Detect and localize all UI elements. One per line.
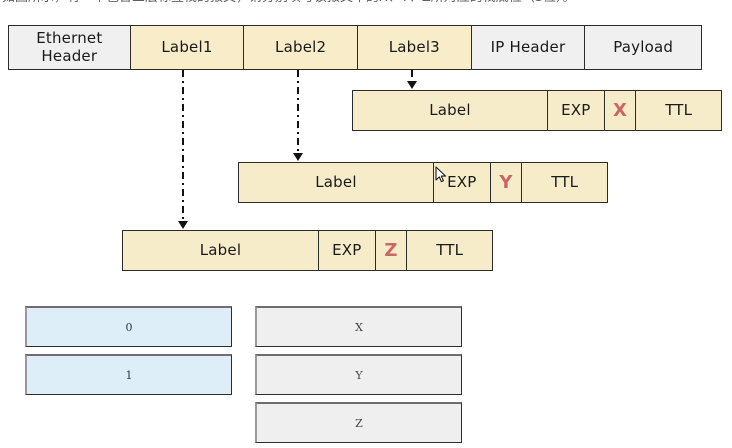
shim-x-cell-ttl: TTL	[636, 91, 721, 130]
arrowhead-label2-to-row-y	[293, 153, 303, 161]
shim-x-cell-label: Label	[353, 91, 548, 130]
shim-z-cell-s-bit[interactable]: Z	[376, 231, 408, 270]
shim-x-cell-s-bit[interactable]: X	[605, 91, 637, 130]
header-cell-ip-header: IP Header	[471, 26, 586, 69]
option-value-1-text: 1	[125, 368, 133, 382]
ethernet-header-line1: Ethernet	[36, 28, 103, 47]
shim-x-label-text: Label	[429, 101, 471, 119]
shim-row-x: Label EXP X TTL	[352, 90, 722, 131]
shim-z-label-text: Label	[199, 241, 242, 259]
shim-z-cell-exp: EXP	[319, 231, 376, 270]
shim-y-ttl-text: TTL	[551, 173, 579, 191]
shim-z-flag-text: Z	[384, 239, 398, 261]
shim-x-ttl-text: TTL	[665, 101, 693, 119]
option-target-z-text: Z	[355, 416, 363, 430]
ip-header-text: IP Header	[490, 38, 566, 56]
connector-label1-to-row-z	[182, 70, 184, 222]
shim-row-z: Label EXP Z TTL	[122, 230, 493, 271]
option-target-y-text: Y	[355, 368, 363, 382]
shim-z-cell-ttl: TTL	[407, 231, 492, 270]
connector-label3-to-row-x	[411, 70, 413, 83]
label1-text: Label1	[161, 38, 213, 56]
shim-row-y: Label EXP Y TTL	[238, 162, 608, 203]
shim-y-cell-label: Label	[239, 163, 434, 202]
shim-z-cell-label: Label	[123, 231, 319, 270]
option-target-x-text: X	[355, 320, 363, 334]
shim-x-exp-text: EXP	[561, 101, 591, 119]
packet-header-row: Ethernet Header Label1 Label2 Label3 IP …	[8, 25, 702, 70]
shim-z-exp-text: EXP	[332, 241, 362, 259]
shim-x-flag-text: X	[613, 99, 628, 121]
option-value-1[interactable]: 1	[25, 354, 232, 395]
shim-y-cell-ttl: TTL	[522, 163, 607, 202]
header-cell-label2: Label2	[244, 26, 358, 69]
payload-text: Payload	[613, 38, 674, 56]
header-cell-label1: Label1	[130, 26, 245, 69]
header-cell-label3: Label3	[358, 26, 472, 69]
label2-text: Label2	[275, 38, 327, 56]
shim-y-cell-s-bit[interactable]: Y	[491, 163, 523, 202]
shim-z-ttl-text: TTL	[436, 241, 464, 259]
ethernet-header-line2: Header	[41, 46, 98, 65]
header-cell-payload: Payload	[585, 26, 701, 69]
option-target-x[interactable]: X	[255, 306, 462, 347]
option-value-0[interactable]: 0	[25, 306, 232, 347]
caption-strip: 如图所示，有一个包含三层标签栈的报文，请分别填写该报文中的X、Y、Z所对应的栈底…	[0, 0, 732, 11]
shim-y-flag-text: Y	[499, 171, 513, 193]
shim-y-label-text: Label	[315, 173, 357, 191]
header-cell-ethernet-header: Ethernet Header	[9, 26, 131, 69]
shim-y-cell-exp: EXP	[434, 163, 491, 202]
option-value-0-text: 0	[125, 320, 133, 334]
label3-text: Label3	[388, 38, 440, 56]
option-target-z[interactable]: Z	[255, 402, 462, 443]
shim-x-cell-exp: EXP	[548, 91, 605, 130]
connector-label2-to-row-y	[297, 70, 299, 154]
arrowhead-label3-to-row-x	[407, 81, 417, 89]
shim-y-exp-text: EXP	[447, 173, 477, 191]
arrowhead-label1-to-row-z	[178, 221, 188, 229]
caption-text: 如图所示，有一个包含三层标签栈的报文，请分别填写该报文中的X、Y、Z所对应的栈底…	[2, 0, 576, 5]
option-target-y[interactable]: Y	[255, 354, 462, 395]
